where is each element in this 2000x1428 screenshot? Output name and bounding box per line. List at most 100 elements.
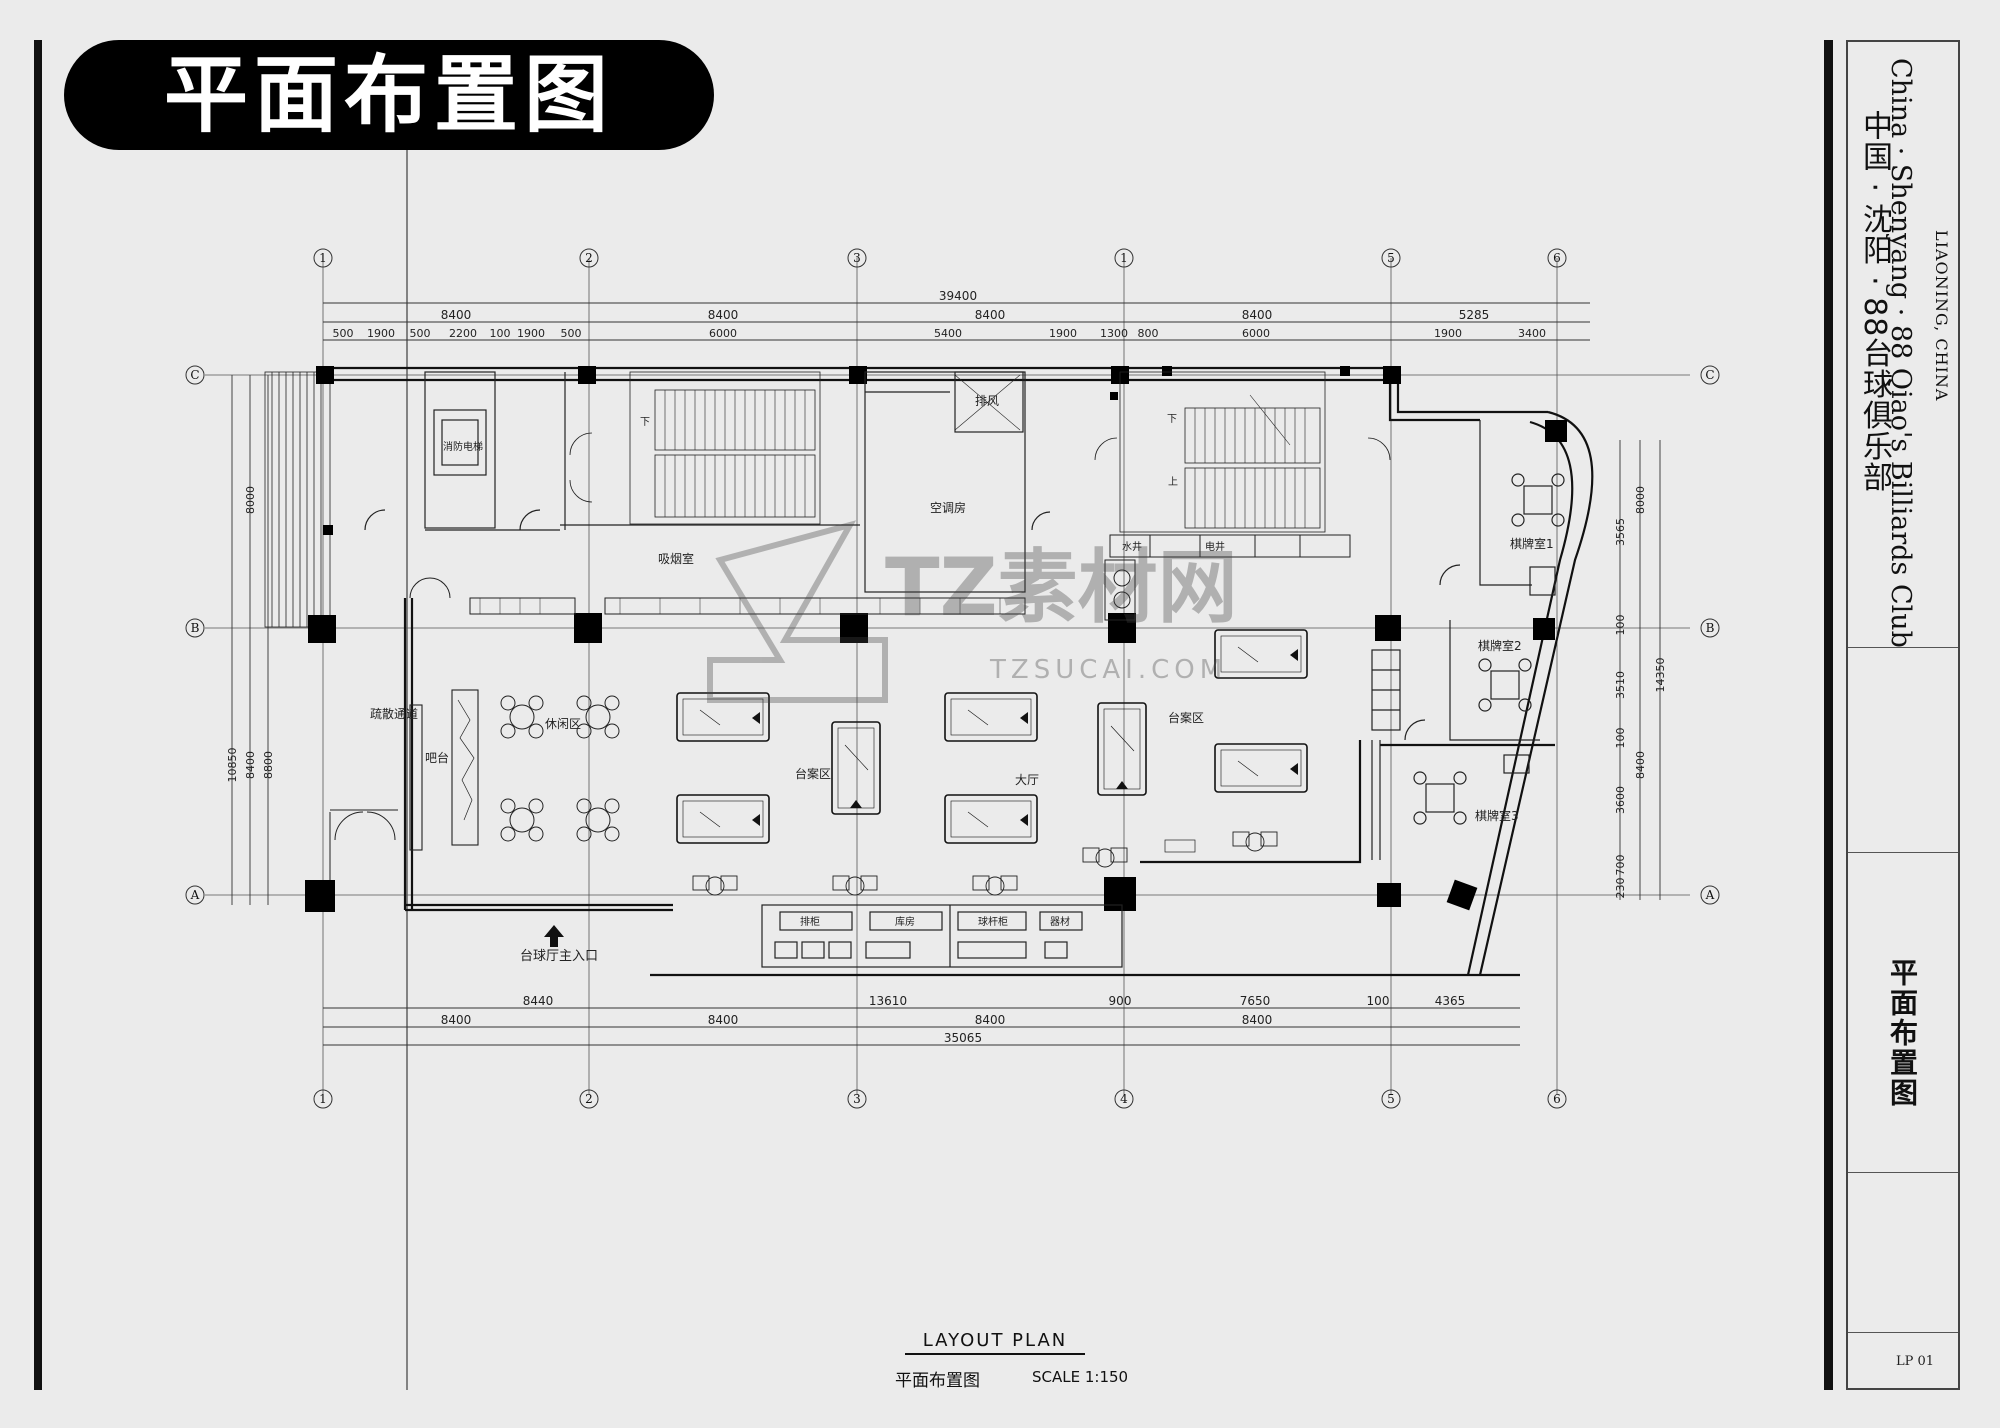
grid-label-bottom-6: 6	[1553, 1092, 1561, 1106]
dim-bottom-bay-1: 8400	[441, 1013, 472, 1027]
storage-rooms	[761, 904, 1123, 968]
room-label-cabinet: 排柜	[800, 915, 820, 928]
grid-label-row-b: B	[191, 621, 200, 635]
room-label-exhaust: 排风	[975, 394, 999, 408]
grid-label-row-b-right: B	[1706, 621, 1715, 635]
dim-bottom-d2: 13610	[869, 994, 907, 1008]
dim-right-6: 3600	[1614, 786, 1627, 814]
dim-bottom-d6: 4365	[1435, 994, 1466, 1008]
room-label-hall: 大厅	[1015, 773, 1039, 787]
dim-right-7: 700	[1614, 855, 1627, 876]
title-block	[1846, 40, 1960, 1390]
dim-top-d15: 3400	[1518, 327, 1546, 340]
cabinet-strip	[409, 577, 1026, 615]
dim-left-3: 8400	[244, 751, 257, 779]
watermark-brand: TZ素材网	[885, 541, 1238, 634]
project-name-en: China · Shenyang · 88 Qiao's Billiards C…	[1885, 58, 1916, 648]
grid-label-row-c: C	[190, 368, 199, 382]
dim-right-8: 230	[1614, 878, 1627, 899]
grid-label-top-2: 2	[585, 251, 593, 265]
stair-label-down-2: 下	[1167, 414, 1177, 425]
dim-right-5: 100	[1614, 728, 1627, 749]
grid-label-bottom-2: 2	[585, 1092, 593, 1106]
dim-bottom-bay-2: 8400	[708, 1013, 739, 1027]
drawing-title: LAYOUT PLAN	[905, 1330, 1085, 1355]
dim-top-d8: 6000	[709, 327, 737, 340]
dim-bottom-overall: 35065	[944, 1031, 982, 1045]
dim-top-d14: 1900	[1434, 327, 1462, 340]
dim-top-bay-1: 8400	[441, 308, 472, 322]
billiard-tables	[676, 629, 1308, 844]
stair-2	[1094, 371, 1391, 533]
grid-label-top-1: 1	[319, 251, 327, 265]
dim-right-3: 100	[1614, 615, 1627, 636]
dim-right-1: 3565	[1614, 518, 1627, 546]
room-label-machine: 空调房	[930, 500, 966, 515]
sheet-border-right	[1824, 40, 1833, 1390]
grid-bubbles-bottom	[313, 1089, 1567, 1109]
room-label-vip1: 棋牌室1	[1510, 536, 1554, 551]
room-label-vip2: 棋牌室2	[1478, 638, 1522, 653]
room-label-cue: 球杆柜	[978, 915, 1008, 928]
sheet-name: 平面布置图	[1886, 958, 1919, 1108]
dim-bottom-bay-4: 8400	[1242, 1013, 1273, 1027]
dim-left-1: 8000	[244, 486, 257, 514]
watermark-url: TZSUCAI.COM	[989, 655, 1227, 685]
leisure-tables	[500, 695, 620, 842]
grid-label-bottom-3: 3	[853, 1092, 861, 1106]
room-label-store: 库房	[895, 915, 915, 928]
grid-label-top-5: 5	[1387, 251, 1395, 265]
dim-top-d4: 2200	[449, 327, 477, 340]
grid-label-row-c-right: C	[1705, 368, 1714, 382]
dim-overall-top: 39400	[939, 289, 977, 303]
room-label-entrance: 台球厅主入口	[520, 949, 598, 964]
dim-right-2: 8000	[1634, 486, 1647, 514]
grid-label-top-3: 3	[853, 251, 861, 265]
machine-room	[864, 371, 1051, 593]
grid-label-top-6: 6	[1553, 251, 1561, 265]
dim-top-d2: 1900	[367, 327, 395, 340]
vip-rooms	[1371, 420, 1565, 860]
room-label-table-area-2: 台案区	[1168, 710, 1204, 725]
project-location: LIAONING, CHINA	[1932, 230, 1951, 402]
dim-left-4: 8800	[262, 751, 275, 779]
bar-counter	[409, 689, 479, 851]
entrance-arrow	[544, 925, 564, 947]
grid-label-bottom-1: 1	[319, 1092, 327, 1106]
page-title: 平面布置图	[64, 40, 714, 150]
dim-top-bay-3: 8400	[975, 308, 1006, 322]
drawing-subtitle: 平面布置图	[895, 1371, 980, 1391]
grid-label-bottom-5: 5	[1387, 1092, 1395, 1106]
stair-label-down: 下	[640, 417, 650, 428]
dim-top-bay-4: 8400	[1242, 308, 1273, 322]
seating-groups	[692, 831, 1278, 896]
dim-top-d11: 1300	[1100, 327, 1128, 340]
structural-columns	[305, 366, 1567, 912]
stair-label-up: 上	[1168, 476, 1178, 488]
dim-bottom-d3: 900	[1109, 994, 1132, 1008]
room-label-corridor: 疏散通道	[370, 706, 418, 721]
room-label-vip3: 棋牌室3	[1475, 808, 1519, 823]
sheet-border-left	[34, 40, 42, 1390]
dim-top-d10: 1900	[1049, 327, 1077, 340]
grid-label-row-a-right: A	[1705, 888, 1715, 902]
room-label-lift: 消防电梯	[443, 440, 483, 453]
dim-top-d6: 1900	[517, 327, 545, 340]
grid-label-top-4: 1	[1120, 251, 1128, 265]
grid-label-bottom-4: 4	[1120, 1092, 1128, 1106]
sheet-number: LP 01	[1896, 1354, 1935, 1369]
room-label-leisure: 休闲区	[545, 717, 581, 731]
dim-top-bay-5: 5285	[1459, 308, 1490, 322]
dim-top-d7: 500	[561, 327, 582, 340]
dimension-lines	[231, 302, 1661, 1046]
lift-core	[364, 371, 860, 531]
grid-bubbles-top	[313, 248, 1567, 268]
dim-bottom-d5: 100	[1367, 994, 1390, 1008]
dim-bottom-d4: 7650	[1240, 994, 1271, 1008]
watermark: TZ素材网 TZSUCAI.COM	[707, 520, 1238, 703]
dim-right-10: 8400	[1634, 751, 1647, 779]
dim-top-bay-2: 8400	[708, 308, 739, 322]
room-label-elec: 电井	[1205, 540, 1225, 553]
dim-top-d9: 5400	[934, 327, 962, 340]
grid-bubbles-rows	[185, 365, 1720, 905]
